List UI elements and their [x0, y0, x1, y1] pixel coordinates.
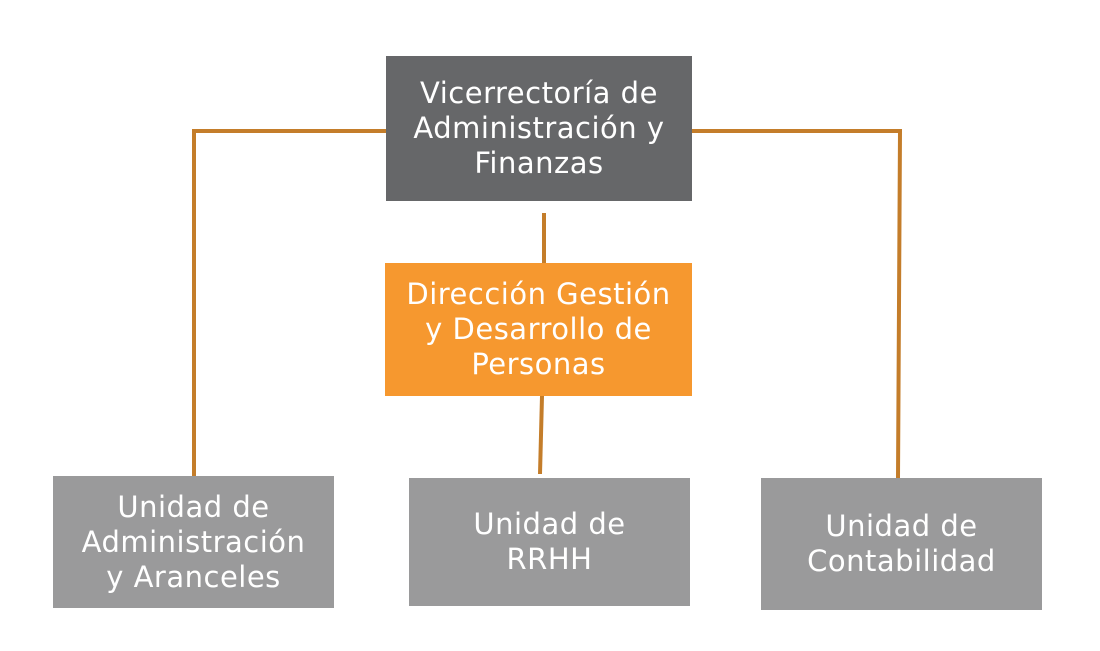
node-vicerrectoria-label: Vicerrectoría de Administración y Finanz… [413, 76, 665, 180]
node-unidad-contabilidad: Unidad de Contabilidad [761, 478, 1042, 610]
connector-bottom-center [538, 395, 544, 475]
node-unidad-administracion: Unidad de Administración y Aranceles [53, 476, 334, 608]
connector-right [692, 129, 903, 479]
node-direccion-gestion-label: Dirección Gestión y Desarrollo de Person… [406, 277, 671, 381]
node-unidad-rrhh: Unidad de RRHH [409, 478, 690, 606]
node-unidad-administracion-label: Unidad de Administración y Aranceles [81, 489, 306, 594]
connector-left [192, 129, 386, 476]
node-unidad-rrhh-label: Unidad de RRHH [473, 507, 626, 576]
node-vicerrectoria: Vicerrectoría de Administración y Finanz… [386, 56, 692, 201]
node-direccion-gestion: Dirección Gestión y Desarrollo de Person… [385, 263, 692, 396]
node-unidad-contabilidad-label: Unidad de Contabilidad [807, 509, 996, 578]
